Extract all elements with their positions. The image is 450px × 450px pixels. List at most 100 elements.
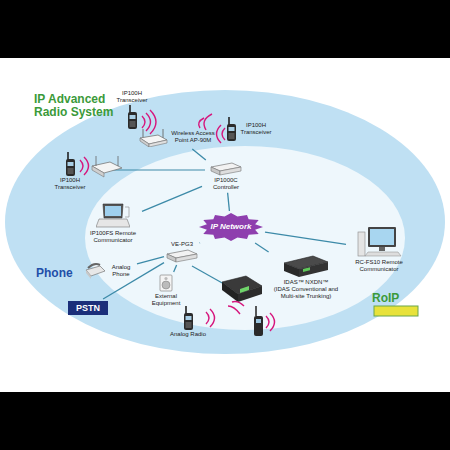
network-cable <box>103 263 164 299</box>
access-point-left-part <box>118 156 119 166</box>
device-label-block: IP1000C Controller <box>204 177 248 191</box>
device-label: IP100H Transceiver <box>50 177 90 191</box>
device-box: IP1000C Controller <box>204 162 248 191</box>
repeater-icon-svg <box>283 254 329 278</box>
radio-waves-part <box>80 157 89 175</box>
radio-waves-part <box>266 313 275 331</box>
box-icon-svg <box>210 162 242 176</box>
device-label: IDAS™ NXDN™ <box>284 279 329 286</box>
device-label-block: Analog Phone <box>107 264 135 278</box>
device-label: VE-PG3 <box>171 241 193 248</box>
pstn-label: PSTN <box>76 303 100 313</box>
network-cable <box>255 243 269 252</box>
device-label-block: Analog Radio <box>170 331 206 338</box>
network-cable <box>265 232 346 244</box>
device-label-block: IP100H Transceiver <box>112 90 152 104</box>
speaker-icon-svg <box>158 274 174 292</box>
device-label-block: VE-PG3 <box>171 241 193 248</box>
idas-handheld-part <box>255 306 257 316</box>
box-icon-svg <box>166 249 198 263</box>
black-bar <box>0 0 450 58</box>
diagram-title: IP Advanced Radio System <box>34 93 124 119</box>
device-radio: IP100H Transceiver <box>50 152 90 191</box>
roip-heading: RoIP <box>372 291 399 305</box>
radio-waves-part <box>199 114 212 130</box>
device-label: External Equipment <box>144 293 188 307</box>
phone-icon-svg <box>84 262 106 280</box>
idas-handheld-part <box>254 316 263 336</box>
device-label: IP100FS Remote Communicator <box>86 230 140 244</box>
radio-icon-svg <box>183 306 194 330</box>
device-laptop: IP100FS Remote Communicator <box>86 203 140 244</box>
radio-waves-part <box>142 110 156 134</box>
device-radio: IP100H Transceiver <box>112 90 152 129</box>
base-radio-part <box>222 282 238 302</box>
base-radio <box>192 266 262 302</box>
network-cable <box>142 186 202 211</box>
device-radio: Analog Radio <box>170 306 206 338</box>
radio-icon-svg <box>127 105 138 129</box>
pstn-box: PSTN <box>68 301 108 315</box>
device-label: RC-FS10 Remote Communicator <box>348 259 410 273</box>
device-label: (IDAS Conventional and Multi-site Trunki… <box>270 286 342 300</box>
ap-icon-svg <box>138 127 168 147</box>
network-cable <box>174 265 177 272</box>
device-phone: Analog Phone <box>84 262 135 280</box>
device-label-block: External Equipment <box>144 293 188 307</box>
device-label: IP100H Transceiver <box>238 122 274 136</box>
box-icon <box>210 162 242 176</box>
inner-ellipse <box>85 146 405 330</box>
pc-icon <box>356 226 402 258</box>
access-point-left-part <box>92 166 104 177</box>
radio-waves-part <box>228 302 244 315</box>
phone-icon <box>84 262 106 280</box>
box-icon <box>166 249 198 263</box>
device-label-block: IP100FS Remote Communicator <box>86 230 140 244</box>
device-repeater: IDAS™ NXDN™(IDAS Conventional and Multi-… <box>270 254 342 300</box>
network-label: IP Network <box>210 222 251 231</box>
idas-handheld <box>254 306 263 336</box>
access-point-left-part <box>110 169 205 170</box>
device-label-block: RC-FS10 Remote Communicator <box>348 259 410 273</box>
network-cable <box>192 149 206 160</box>
network-cloud: IP Network <box>199 213 263 241</box>
laptop-icon-svg <box>96 203 130 229</box>
network-splash-shape <box>199 213 263 241</box>
black-bar <box>0 392 450 450</box>
device-pc: RC-FS10 Remote Communicator <box>348 226 410 273</box>
repeater-icon <box>283 254 329 278</box>
device-speaker: External Equipment <box>144 274 188 307</box>
speaker-icon <box>158 274 174 292</box>
device-label: IP100H Transceiver <box>112 90 152 104</box>
device-label: Analog Radio <box>170 331 206 338</box>
access-point-left <box>92 156 205 177</box>
device-box: VE-PG3 <box>166 241 198 263</box>
outer-ellipse <box>5 90 445 354</box>
device-ap: Wireless Access Point AP-90M <box>138 127 217 147</box>
network-cable <box>137 257 164 264</box>
device-radio: IP100H Transceiver <box>226 117 274 141</box>
base-radio-part <box>192 266 224 284</box>
radio-waves <box>80 110 275 331</box>
radio-icon-svg <box>226 117 237 141</box>
phone-heading: Phone <box>36 266 73 280</box>
idas-handheld-part <box>256 319 261 323</box>
radio-waves-part <box>206 309 215 327</box>
network-cable <box>199 242 201 244</box>
access-point-left-part <box>96 156 97 166</box>
device-label: IP1000C Controller <box>204 177 248 191</box>
device-label: Wireless Access Point AP-90M <box>169 130 217 144</box>
base-radio-part <box>240 286 249 293</box>
device-label-block: IDAS™ NXDN™(IDAS Conventional and Multi-… <box>270 279 342 300</box>
network-cable <box>228 193 230 211</box>
radio-waves-part <box>217 125 226 143</box>
radio-icon <box>183 306 194 330</box>
base-radio-part <box>238 286 262 302</box>
radio-icon <box>65 152 76 176</box>
laptop-icon <box>96 203 130 229</box>
device-label-block: IP100H Transceiver <box>50 177 90 191</box>
radio-icon <box>127 105 138 129</box>
